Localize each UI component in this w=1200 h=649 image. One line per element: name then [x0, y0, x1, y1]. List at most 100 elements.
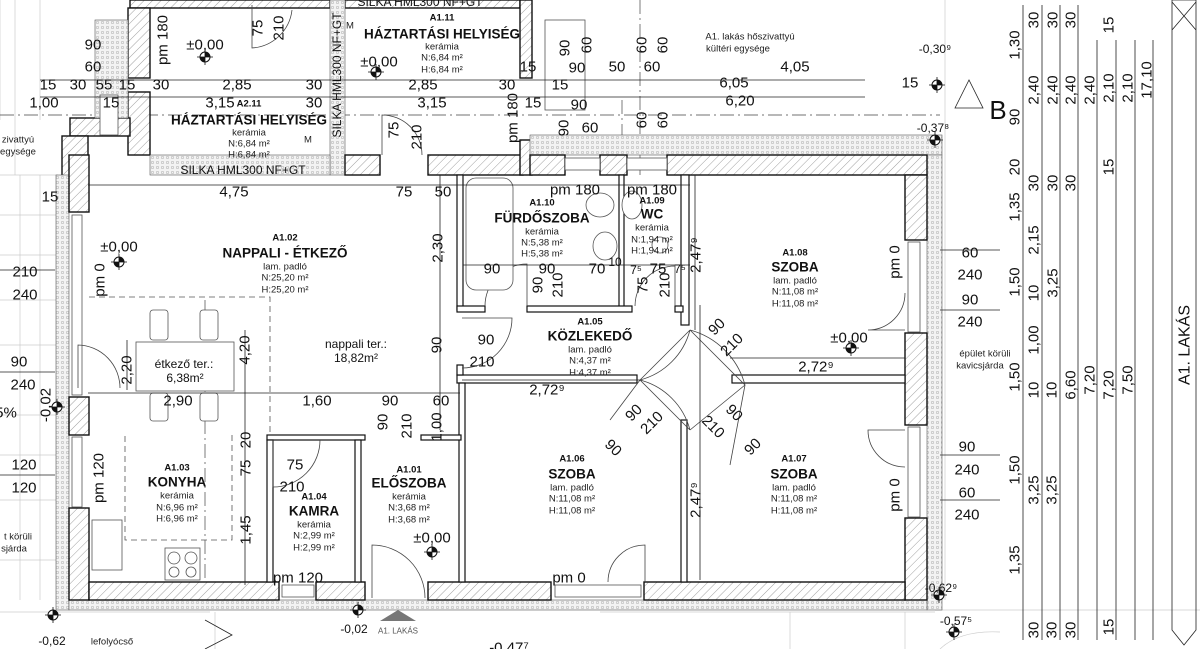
- furniture: [89, 177, 669, 581]
- dimension-label: 90: [375, 414, 392, 431]
- room-floor: lam. padló: [568, 345, 612, 356]
- room-floor: kerámia: [232, 128, 267, 139]
- dimension-label: 30: [1026, 622, 1043, 639]
- room-code: A1.02: [272, 233, 297, 244]
- level-marker-icon: [49, 399, 65, 415]
- room-code: A2.11: [237, 99, 263, 110]
- annotation-label: A1. LAKÁS: [1175, 305, 1194, 385]
- annotation-label: SILKA HML300 NF+GT: [357, 0, 483, 9]
- dimension-label: 210: [550, 272, 567, 297]
- room-gross: H:4,37 m²: [569, 368, 611, 379]
- room-net: N:11,08 m²: [772, 287, 818, 298]
- upper-walls: [61, 0, 586, 177]
- dimension-label: 5%: [0, 405, 17, 422]
- annotation-label: A1. lakás hőszivattyú: [705, 32, 794, 43]
- room-name: SZOBA: [771, 260, 819, 275]
- room-net: N:4,37 m²: [569, 356, 611, 367]
- dimension-label: 15: [520, 59, 537, 76]
- dimension-label: pm 120: [91, 453, 108, 503]
- dimension-label: 20: [238, 432, 255, 449]
- room-floor: kerámia: [160, 491, 195, 502]
- annotation-label: -0,37⁸: [917, 121, 949, 135]
- dimension-label: 75: [250, 20, 267, 37]
- chair: [149, 309, 169, 341]
- annotation-label: t körüli: [4, 532, 32, 543]
- dimension-label: 6,60: [1063, 370, 1080, 399]
- room-net: N:25,20 m²: [262, 273, 309, 284]
- room-floor: lam. padló: [550, 483, 594, 494]
- dimension-label: 210: [657, 272, 674, 297]
- level-marker-icon: [197, 49, 213, 65]
- dimension-label: pm 0: [552, 570, 585, 587]
- dimension-label: 90: [478, 332, 495, 349]
- dimension-label: 90: [601, 436, 625, 460]
- dimension-label: 120: [11, 457, 36, 474]
- room-floor: kerámia: [392, 492, 427, 503]
- dimension-label: 240: [12, 287, 37, 304]
- room-gross: H:11,08 m²: [771, 506, 817, 517]
- room-name: SZOBA: [770, 467, 818, 482]
- dimension-label: 90: [429, 337, 446, 354]
- room-net: N:11,08 m²: [549, 494, 595, 505]
- dimension-label: 210: [409, 124, 426, 149]
- level-marker-icon: [929, 77, 945, 93]
- room-code: A1.09: [639, 196, 664, 207]
- room-code: A1.01: [396, 465, 422, 476]
- dimension-label: 240: [957, 314, 982, 331]
- dimension-label: pm 0: [887, 478, 904, 511]
- chair: [199, 309, 219, 341]
- dimension-label: 1,60: [302, 393, 331, 410]
- dimension-label: 60: [655, 112, 672, 129]
- dimension-label: pm 180: [550, 182, 600, 199]
- annotation-label: -0,62⁹: [925, 581, 958, 595]
- dimension-label: 2,85: [222, 77, 251, 94]
- dimension-label: 2,30: [430, 233, 447, 262]
- annotation-label: SILKA HML300 NF+GT: [180, 163, 306, 177]
- dimension-label: 90: [571, 97, 588, 114]
- level-marker-icon: [931, 587, 947, 603]
- dimension-label: 1,00: [1026, 325, 1043, 354]
- dimension-label: 15: [42, 189, 59, 206]
- axis-line: [0, 0, 940, 610]
- room-net: N:2,99 m²: [293, 531, 335, 542]
- dimension-label: 30: [153, 77, 170, 94]
- dimension-label: 1,45: [238, 515, 255, 544]
- level-marker-icon: [111, 254, 127, 270]
- dimension-label: 4,20: [237, 335, 254, 364]
- dimension-label: 10: [1026, 382, 1043, 399]
- annotation-label: A1. LAKÁS: [378, 627, 418, 636]
- room-net: N:5,38 m²: [521, 238, 563, 249]
- dimension-label: 90: [484, 261, 501, 278]
- dimension-label: 2,15: [1026, 225, 1043, 254]
- dimension-label: 1,00: [429, 412, 446, 441]
- dimension-label: 30: [1045, 12, 1062, 29]
- dimension-label: ±0,00: [360, 54, 397, 71]
- dimension-label: 75: [650, 261, 667, 278]
- dimension-label: 90: [557, 40, 574, 57]
- dimension-label: 30: [1026, 175, 1043, 192]
- annotation-label: -0,02: [340, 622, 368, 636]
- dimension-label: 15: [103, 95, 120, 112]
- dimension-label: 210: [698, 412, 728, 442]
- dimension-label: 210: [12, 264, 37, 281]
- room-gross: H:2,99 m²: [293, 543, 335, 554]
- room-net: N:3,68 m²: [388, 503, 430, 514]
- dimension-label: 2,72⁹: [529, 382, 565, 399]
- chair: [199, 392, 219, 422]
- dimension-label: 210: [717, 330, 747, 360]
- dimension-label: 90: [539, 261, 556, 278]
- dimension-label: 90: [556, 120, 573, 137]
- dimension-label: 120: [11, 480, 36, 497]
- dimension-label: 1,00: [29, 95, 58, 112]
- dimension-label: pm 120: [273, 570, 323, 587]
- dimension-label: 50: [435, 184, 452, 201]
- dimension-label: 90: [962, 292, 979, 309]
